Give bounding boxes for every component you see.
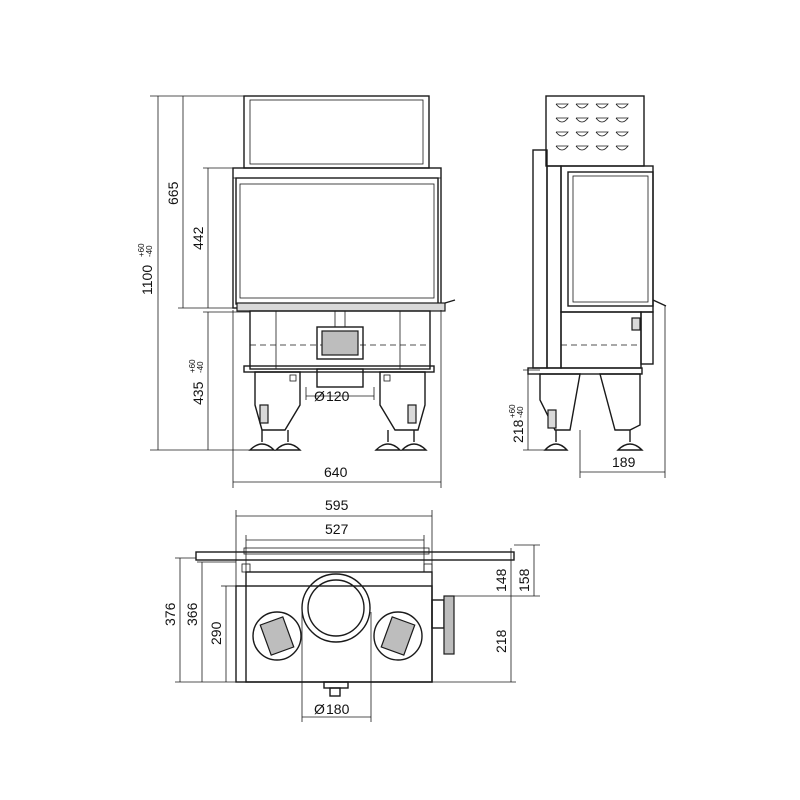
dim-side-height-tol-plus: +60 bbox=[508, 404, 517, 418]
top-air-inlet-right bbox=[373, 611, 423, 661]
dim-flue-front: 120 bbox=[326, 388, 350, 404]
dim-top-depth-366: 366 bbox=[184, 602, 200, 626]
top-view bbox=[195, 547, 515, 697]
dim-flue-top: 180 bbox=[326, 701, 350, 717]
dim-front-width: 640 bbox=[324, 464, 348, 480]
dim-lower-height-tol-minus: -40 bbox=[196, 361, 205, 373]
side-dimensions bbox=[523, 306, 666, 478]
front-ledge bbox=[236, 302, 446, 312]
side-leg-left bbox=[539, 373, 581, 431]
dim-top-right-158: 158 bbox=[516, 568, 532, 592]
front-feet bbox=[248, 430, 428, 451]
dim-side-depth: 189 bbox=[612, 454, 636, 470]
dim-flue-front-symbol: Ø bbox=[314, 388, 325, 404]
top-air-inlet-left bbox=[252, 611, 302, 661]
dim-top-depth-376: 376 bbox=[162, 602, 178, 626]
front-dimensions bbox=[150, 95, 442, 488]
top-flue-outer bbox=[301, 573, 371, 643]
side-leg-right bbox=[599, 373, 641, 431]
dim-lower-height: 435 bbox=[190, 381, 206, 405]
dim-upper-height: 665 bbox=[165, 181, 181, 205]
dim-top-right-148: 148 bbox=[493, 568, 509, 592]
dim-lower-height-tol-plus: +60 bbox=[188, 359, 197, 373]
front-hood bbox=[243, 95, 430, 169]
dim-top-depth-290: 290 bbox=[208, 621, 224, 645]
dim-window-height: 442 bbox=[190, 226, 206, 250]
dim-side-height-tol-minus: -40 bbox=[516, 406, 525, 418]
top-right-panel bbox=[443, 595, 455, 655]
side-glass bbox=[567, 171, 654, 307]
front-view bbox=[232, 95, 456, 451]
side-body bbox=[560, 165, 654, 313]
dim-top-width-inner: 527 bbox=[325, 521, 349, 537]
dim-total-height: 1100 bbox=[139, 265, 155, 295]
dim-total-height-tol-minus: -40 bbox=[145, 245, 154, 257]
dim-top-right-218: 218 bbox=[493, 629, 509, 653]
front-leg-right bbox=[379, 371, 426, 431]
dim-top-width-outer: 595 bbox=[325, 497, 349, 513]
side-vent-slots bbox=[555, 103, 629, 151]
side-convection-box bbox=[545, 95, 645, 167]
top-dimensions bbox=[175, 510, 540, 722]
front-body bbox=[232, 167, 442, 309]
dim-side-height: 218 bbox=[510, 419, 526, 443]
front-leg-left bbox=[254, 371, 301, 431]
top-flue-inner bbox=[307, 579, 365, 637]
dim-total-height-tol-plus: +60 bbox=[137, 243, 146, 257]
side-view bbox=[527, 95, 667, 451]
front-glass-window bbox=[235, 177, 439, 305]
front-flue-spigot bbox=[316, 368, 364, 388]
dim-flue-top-symbol: Ø bbox=[314, 701, 325, 717]
top-plate bbox=[195, 551, 515, 561]
